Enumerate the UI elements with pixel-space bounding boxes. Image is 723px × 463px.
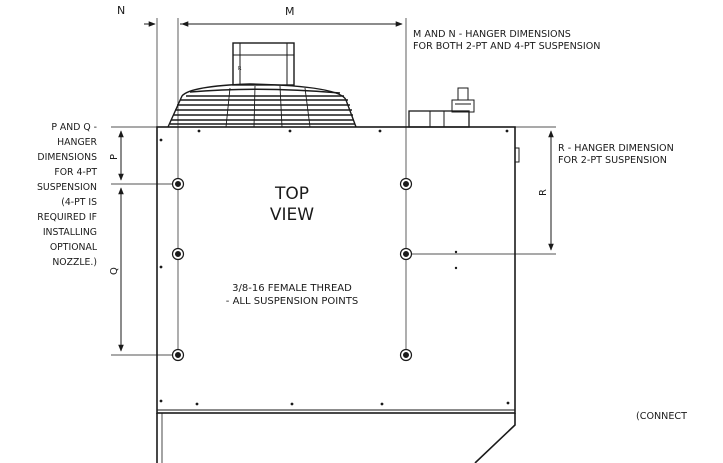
pq-note-line: SUSPENSION [37, 182, 97, 193]
dimension-label-r: R [538, 189, 549, 196]
pq-note-line: OPTIONAL [50, 242, 98, 253]
connector-fitting [451, 99, 475, 113]
pq-note: P AND Q - HANGER DIMENSIONS FOR 4-PT SUS… [37, 122, 98, 268]
dimension-label-q: Q [109, 267, 120, 275]
fan-guard-outline [167, 83, 357, 128]
pq-note-line: P AND Q - [51, 122, 97, 133]
suspension-point [171, 348, 185, 362]
connect-note: (CONNECT [636, 411, 687, 422]
thread-note-line2: - ALL SUSPENSION POINTS [226, 296, 358, 307]
pq-note-line: NOZZLE.) [52, 257, 97, 268]
dimension-label-n: N [117, 4, 125, 17]
thread-note-line1: 3/8-16 FEMALE THREAD [232, 283, 352, 294]
connector-box [408, 110, 470, 128]
r-note-line2: FOR 2-PT SUSPENSION [558, 155, 667, 166]
pq-note-line: INSTALLING [43, 227, 97, 238]
suspension-point [171, 247, 185, 261]
suspension-points [171, 177, 413, 362]
body-screws [159, 129, 510, 406]
view-title-line1: TOP [274, 184, 309, 204]
motor-label: R [238, 66, 242, 72]
suspension-point [399, 177, 413, 191]
mn-note-line1: M AND N - HANGER DIMENSIONS [413, 29, 571, 40]
pq-note-line: HANGER [57, 137, 97, 148]
unit-body-outline [156, 126, 516, 414]
dimension-label-p: P [109, 154, 120, 160]
fan-guard-grille [170, 88, 355, 125]
suspension-point [399, 348, 413, 362]
r-note-line1: R - HANGER DIMENSION [558, 143, 674, 154]
view-title-line2: VIEW [270, 205, 314, 225]
pq-note-line: (4-PT IS [61, 197, 97, 208]
mn-note-line2: FOR BOTH 2-PT AND 4-PT SUSPENSION [413, 41, 600, 52]
dimension-label-m: M [285, 5, 295, 18]
pq-note-line: REQUIRED IF [37, 212, 97, 223]
suspension-point [399, 247, 413, 261]
pq-note-line: DIMENSIONS [37, 152, 97, 163]
pq-note-line: FOR 4-PT [54, 167, 97, 178]
lower-housing-outline [156, 413, 516, 463]
motor-box [232, 42, 295, 86]
suspension-point [171, 177, 185, 191]
